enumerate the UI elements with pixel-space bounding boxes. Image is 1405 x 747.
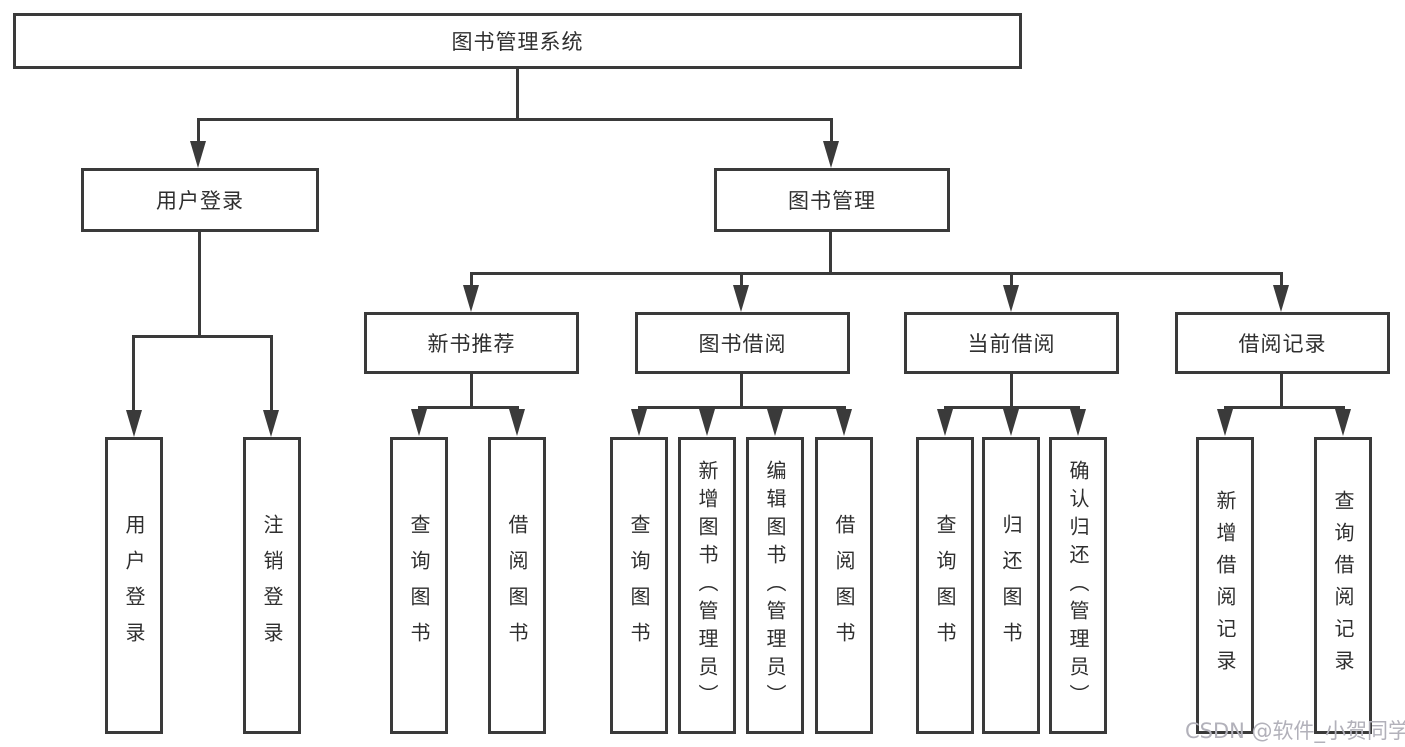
node-root-library-system: 图书管理系统 xyxy=(13,13,1022,69)
arrowhead-icon xyxy=(1070,409,1086,436)
connector-line xyxy=(132,335,273,338)
node-label: 当前借阅 xyxy=(967,332,1056,356)
connector-line xyxy=(1010,272,1013,288)
node-label: 归还图书 xyxy=(999,513,1023,658)
connector-line xyxy=(638,406,846,409)
connector-line xyxy=(516,68,519,121)
connector-line xyxy=(740,374,743,408)
leaf-confirm-return-admin: 确认归还（管理员） xyxy=(1049,437,1107,734)
arrowhead-icon xyxy=(263,410,279,437)
node-label: 图书管理系统 xyxy=(451,30,584,54)
connector-line xyxy=(944,406,1080,409)
node-label: 查询借阅记录 xyxy=(1331,489,1355,682)
leaf-query-borrow-record: 查询借阅记录 xyxy=(1314,437,1372,734)
arrowhead-icon xyxy=(699,409,715,436)
node-current-borrow: 当前借阅 xyxy=(904,312,1119,374)
connector-line xyxy=(829,232,832,275)
connector-line xyxy=(470,374,473,408)
leaf-query-books-borrow: 查询图书 xyxy=(610,437,668,734)
node-label: 新增图书（管理员） xyxy=(695,459,719,712)
arrowhead-icon xyxy=(126,410,142,437)
arrowhead-icon xyxy=(631,409,647,436)
connector-line xyxy=(197,119,200,144)
leaf-user-login: 用户登录 xyxy=(105,437,163,734)
connector-line xyxy=(470,272,473,288)
arrowhead-icon xyxy=(1335,409,1351,436)
leaf-return-books: 归还图书 xyxy=(982,437,1040,734)
arrowhead-icon xyxy=(1003,285,1019,312)
connector-line xyxy=(1224,406,1345,409)
node-label: 借阅图书 xyxy=(832,513,856,658)
node-label: 注销登录 xyxy=(260,513,284,658)
leaf-add-books-admin: 新增图书（管理员） xyxy=(678,437,736,734)
node-label: 查询图书 xyxy=(407,513,431,658)
leaf-logout: 注销登录 xyxy=(243,437,301,734)
watermark: CSDN @软件_小贺同学 xyxy=(1185,719,1405,743)
arrowhead-icon xyxy=(463,285,479,312)
connector-line xyxy=(418,406,519,409)
connector-line xyxy=(830,119,833,144)
node-label: 用户登录 xyxy=(122,513,146,658)
node-label: 编辑图书（管理员） xyxy=(763,459,787,712)
arrowhead-icon xyxy=(767,409,783,436)
arrowhead-icon xyxy=(836,409,852,436)
arrowhead-icon xyxy=(190,141,206,168)
arrowhead-icon xyxy=(1003,409,1019,436)
connector-line xyxy=(1280,272,1283,288)
node-label: 查询图书 xyxy=(933,513,957,658)
leaf-borrow-books: 借阅图书 xyxy=(815,437,873,734)
connector-line xyxy=(1010,374,1013,408)
connector-line xyxy=(198,232,201,338)
leaf-query-books-current: 查询图书 xyxy=(916,437,974,734)
arrowhead-icon xyxy=(823,141,839,168)
connector-line xyxy=(1280,374,1283,408)
arrowhead-icon xyxy=(937,409,953,436)
leaf-add-borrow-record: 新增借阅记录 xyxy=(1196,437,1254,734)
arrowhead-icon xyxy=(411,409,427,436)
leaf-query-books-recommend: 查询图书 xyxy=(390,437,448,734)
node-label: 新书推荐 xyxy=(427,332,516,356)
node-label: 图书借阅 xyxy=(698,332,787,356)
node-label: 用户登录 xyxy=(156,189,244,213)
arrowhead-icon xyxy=(1217,409,1233,436)
arrowhead-icon xyxy=(509,409,525,436)
connector-line xyxy=(470,272,1283,275)
connector-line xyxy=(132,335,135,412)
connector-line xyxy=(197,118,833,121)
node-label: 借阅图书 xyxy=(505,513,529,658)
arrowhead-icon xyxy=(1273,285,1289,312)
leaf-borrow-books-recommend: 借阅图书 xyxy=(488,437,546,734)
node-borrow-records: 借阅记录 xyxy=(1175,312,1390,374)
node-label: 新增借阅记录 xyxy=(1213,489,1237,682)
arrowhead-icon xyxy=(733,285,749,312)
node-new-book-recommend: 新书推荐 xyxy=(364,312,579,374)
node-label: 确认归还（管理员） xyxy=(1066,459,1090,712)
node-label: 借阅记录 xyxy=(1238,332,1327,356)
leaf-edit-books-admin: 编辑图书（管理员） xyxy=(746,437,804,734)
node-user-login: 用户登录 xyxy=(81,168,319,232)
connector-line xyxy=(740,272,743,288)
node-label: 图书管理 xyxy=(788,189,876,213)
node-book-management: 图书管理 xyxy=(714,168,950,232)
node-book-borrow: 图书借阅 xyxy=(635,312,850,374)
node-label: 查询图书 xyxy=(627,513,651,658)
connector-line xyxy=(270,335,273,412)
